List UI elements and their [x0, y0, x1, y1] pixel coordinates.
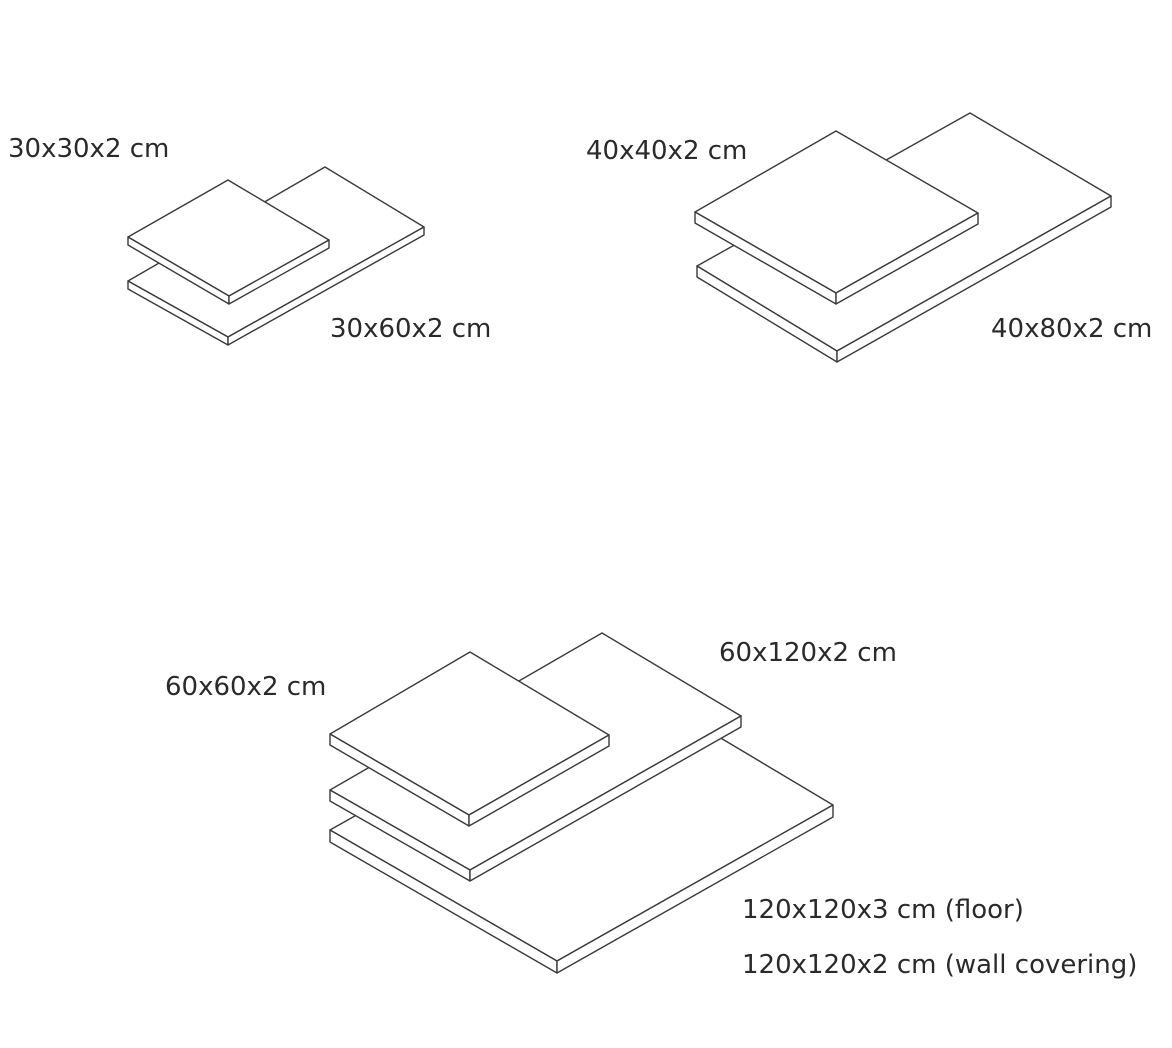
label-60x120: 60x120x2 cm: [719, 638, 897, 668]
label-40x80: 40x80x2 cm: [991, 314, 1152, 344]
tile-60x60: [329, 651, 610, 827]
label-120x120-wall: 120x120x2 cm (wall covering): [742, 950, 1137, 980]
label-120x120-floor: 120x120x3 cm (floor): [742, 895, 1024, 925]
label-30x60: 30x60x2 cm: [330, 314, 491, 344]
label-30x30: 30x30x2 cm: [8, 134, 169, 164]
tile-30x30: [127, 179, 330, 305]
label-60x60: 60x60x2 cm: [165, 672, 326, 702]
label-40x40: 40x40x2 cm: [586, 136, 747, 166]
tile-40x40: [694, 130, 979, 305]
